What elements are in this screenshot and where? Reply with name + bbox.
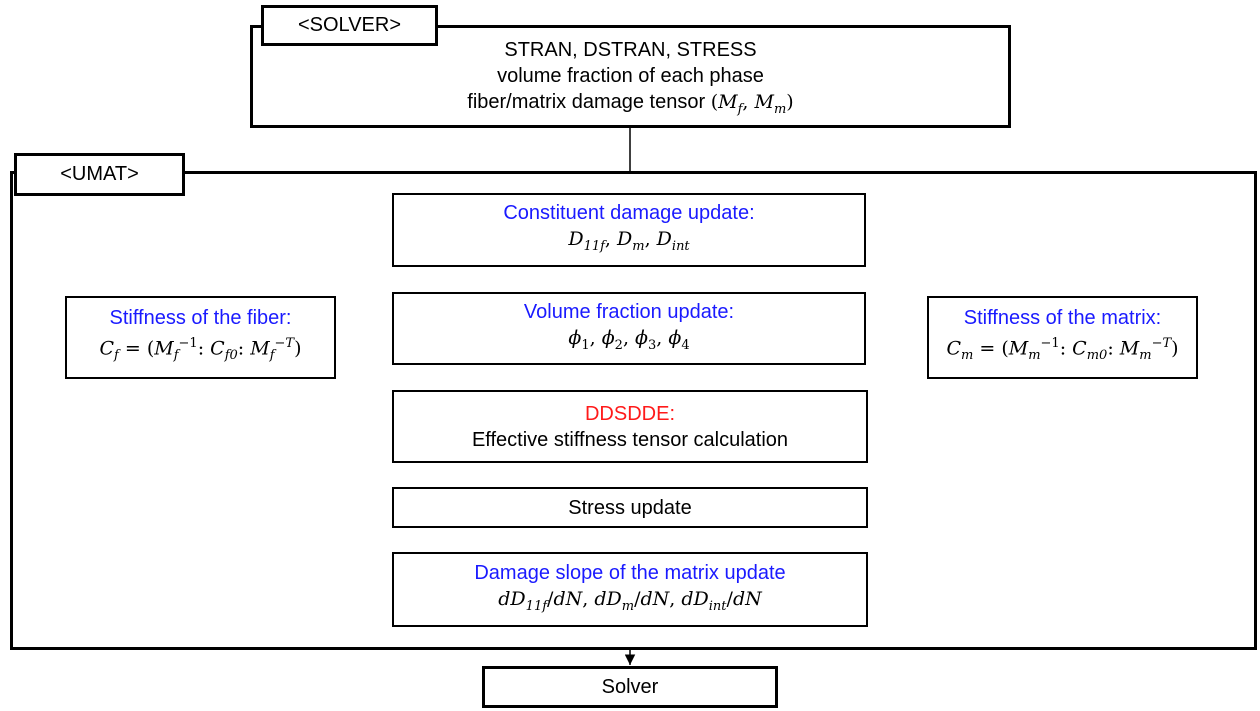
damage-slope-formula: dD11f/dN, dDm/dN, dDint/dN <box>498 587 762 614</box>
damage-slope-box: Damage slope of the matrix update dD11f/… <box>392 552 868 627</box>
ddsdde-box: DDSDDE: Effective stiffness tensor calcu… <box>392 390 868 463</box>
stiffness-fiber-title: Stiffness of the fiber: <box>109 307 292 330</box>
umat-tag: <UMAT> <box>14 153 185 196</box>
solver-tag: <SOLVER> <box>261 5 438 46</box>
constituent-damage-formula: D11f, Dm, Dint <box>568 228 690 254</box>
stiffness-fiber-formula: Cf = (Mf−1: Cf0: Mf−T) <box>99 336 302 364</box>
volume-fraction-formula: ϕ1, ϕ2, ϕ3, ϕ4 <box>568 326 690 353</box>
stiffness-matrix-box: Stiffness of the matrix: Cm = (Mm−1: Cm0… <box>927 296 1198 379</box>
ddsdde-title: DDSDDE: <box>584 402 675 425</box>
stiffness-matrix-formula: Cm = (Mm−1: Cm0: Mm−T) <box>946 336 1179 364</box>
stress-update-box: Stress update <box>392 487 868 528</box>
solver-line-2: volume fraction of each phase <box>497 64 764 87</box>
damage-slope-title: Damage slope of the matrix update <box>474 561 786 584</box>
ddsdde-subtitle: Effective stiffness tensor calculation <box>471 428 789 451</box>
solver-end-box: Solver <box>482 666 778 708</box>
constituent-damage-title: Constituent damage update: <box>503 202 755 225</box>
stress-update-label: Stress update <box>568 496 692 519</box>
solver-line-3-text: fiber/matrix damage tensor <box>467 90 711 113</box>
stiffness-matrix-title: Stiffness of the matrix: <box>963 307 1162 330</box>
solver-end-label: Solver <box>601 676 659 698</box>
solver-line-1: STRAN, DSTRAN, STRESS <box>504 38 757 61</box>
constituent-damage-box: Constituent damage update: D11f, Dm, Din… <box>392 193 866 267</box>
damage-tensor-formula: (Mf, Mm) <box>710 90 794 117</box>
volume-fraction-title: Volume fraction update: <box>523 300 735 323</box>
volume-fraction-box: Volume fraction update: ϕ1, ϕ2, ϕ3, ϕ4 <box>392 292 866 365</box>
stiffness-fiber-box: Stiffness of the fiber: Cf = (Mf−1: Cf0:… <box>65 296 336 379</box>
solver-line-3: fiber/matrix damage tensor (Mf, Mm) <box>467 89 793 123</box>
